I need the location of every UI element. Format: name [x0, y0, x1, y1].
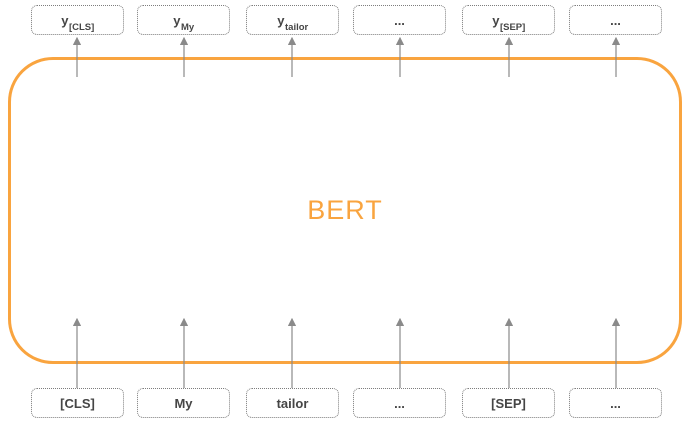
input-token-label: [SEP] — [491, 395, 526, 411]
input-token-label: [CLS] — [60, 395, 95, 411]
output-token-box: ... — [569, 5, 662, 35]
input-token-box: [CLS] — [31, 388, 124, 418]
input-token-box: ... — [569, 388, 662, 418]
output-token-label: ... — [610, 12, 621, 28]
output-token-label: y[CLS] — [61, 12, 95, 34]
bert-model-box: BERT — [8, 57, 682, 364]
output-token-box: y[CLS] — [31, 5, 124, 35]
input-token-label: ... — [610, 395, 621, 411]
input-token-label: ... — [394, 395, 405, 411]
output-token-label: ... — [394, 12, 405, 28]
output-token-box: ytailor — [246, 5, 339, 35]
output-token-box: y[SEP] — [462, 5, 555, 35]
input-token-box: [SEP] — [462, 388, 555, 418]
input-token-box: My — [137, 388, 230, 418]
output-token-label: yMy — [173, 12, 195, 34]
output-token-label: ytailor — [277, 12, 309, 34]
input-token-box: tailor — [246, 388, 339, 418]
output-token-box: ... — [353, 5, 446, 35]
input-token-label: tailor — [276, 395, 309, 411]
bert-model-label: BERT — [307, 195, 383, 225]
output-token-label: y[SEP] — [492, 12, 526, 34]
input-token-label: My — [174, 395, 193, 411]
output-token-box: yMy — [137, 5, 230, 35]
input-token-box: ... — [353, 388, 446, 418]
